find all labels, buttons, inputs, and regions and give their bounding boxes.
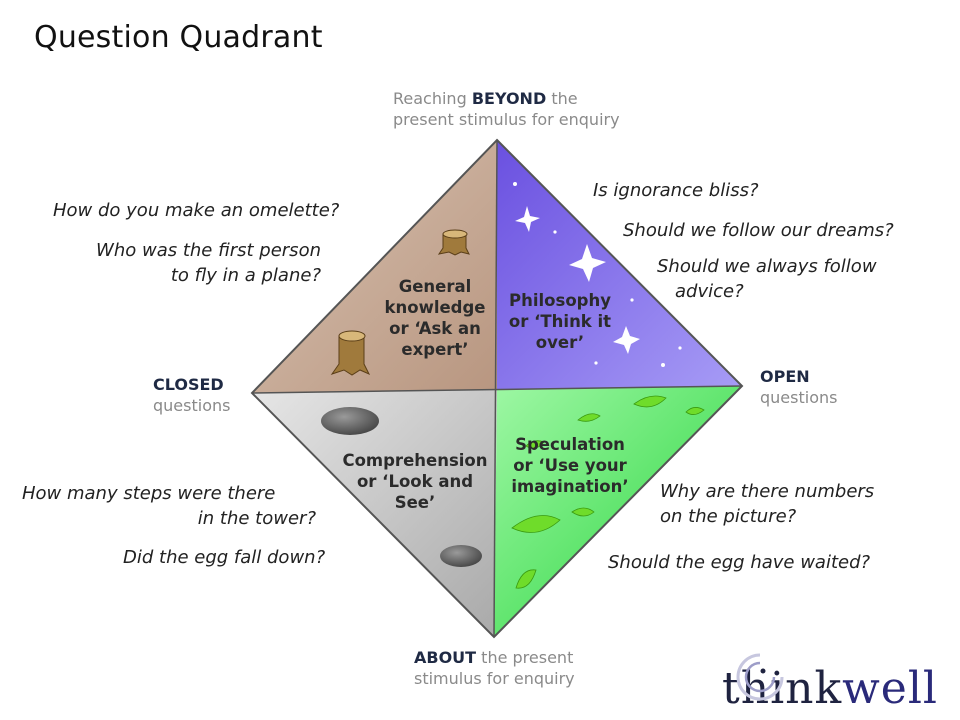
quadrant-label-line: or ‘Ask an (389, 319, 481, 338)
question-first-person: Who was the first person to fly in a pla… (73, 238, 321, 288)
star-icon (513, 182, 682, 367)
question-line: How many steps were there (22, 483, 276, 504)
quadrant-label-speculation: Speculation or ‘Use your imagination’ (500, 434, 640, 497)
stone-icon (321, 407, 379, 435)
quadrant-label-comprehension: Comprehension or ‘Look and See’ (340, 450, 490, 513)
leaf-icon (511, 395, 705, 589)
quadrant-label-line: Speculation (515, 435, 625, 454)
axis-bottom-line2: stimulus for enquiry (414, 669, 575, 688)
page-title: Question Quadrant (34, 20, 323, 55)
axis-label-left: CLOSED questions (153, 374, 230, 416)
logo-text-well: well (842, 663, 938, 714)
thinkwell-logo: thinkwell (722, 653, 938, 714)
question-line: advice? (675, 281, 744, 302)
question-egg-wait: Should the egg have waited? (608, 552, 871, 573)
quadrant-label-line: or ‘Use your (513, 456, 627, 475)
quadrant-label-line: imagination’ (511, 477, 629, 496)
axis-label-bottom: ABOUT the present stimulus for enquiry (414, 647, 575, 689)
axis-top-line2: present stimulus for enquiry (393, 110, 620, 129)
question-ignorance: Is ignorance bliss? (593, 180, 759, 201)
horizontal-divider (251, 385, 743, 394)
axis-top-text: Reaching (393, 89, 472, 108)
axis-label-right: OPEN questions (760, 366, 837, 408)
quadrant-label-philosophy: Philosophy or ‘Think it over’ (500, 290, 620, 353)
quadrant-label-line: over’ (535, 333, 585, 352)
quadrant-label-line: Comprehension (342, 451, 488, 470)
axis-left-bold: CLOSED (153, 375, 224, 394)
question-omelette: How do you make an omelette? (53, 200, 340, 221)
question-line: Why are there numbers (660, 481, 875, 502)
question-line: on the picture? (660, 506, 797, 527)
question-dreams: Should we follow our dreams? (623, 220, 894, 241)
quadrant-label-line: or ‘Think it (508, 312, 612, 331)
axis-left-line2: questions (153, 396, 231, 415)
question-line: in the tower? (197, 508, 316, 529)
axis-bottom-text: the present (476, 648, 574, 667)
tree-stump-icon (330, 330, 371, 376)
vertical-divider (493, 139, 498, 638)
quadrant-label-line: or ‘Look and (356, 472, 474, 491)
question-line: to fly in a plane? (170, 265, 321, 286)
question-steps: How many steps were there in the tower? (22, 481, 316, 531)
axis-label-top: Reaching BEYOND the present stimulus for… (393, 88, 620, 130)
quadrant-label-line: General (398, 277, 472, 296)
question-line: Should we always follow (657, 256, 877, 277)
question-numbers: Why are there numbers on the picture? (660, 479, 874, 529)
logo-swirl-icon (736, 653, 784, 701)
axis-bottom-bold: ABOUT (414, 648, 477, 667)
tree-stump-icon (437, 229, 470, 256)
axis-right-bold: OPEN (760, 367, 810, 386)
quadrant-label-line: expert’ (401, 340, 469, 359)
question-advice: Should we always follow advice? (657, 254, 877, 304)
quadrant-label-line: knowledge (384, 298, 486, 317)
axis-top-bold: BEYOND (471, 89, 547, 108)
quadrant-bottom-left (252, 390, 497, 637)
question-egg-fall: Did the egg fall down? (123, 547, 326, 568)
question-line: Who was the first person (96, 240, 321, 261)
quadrant-label-line: Philosophy (509, 291, 611, 310)
quadrant-label-general-knowledge: General knowledge or ‘Ask an expert’ (370, 276, 500, 360)
stone-icon (440, 545, 482, 567)
quadrant-label-line: See’ (394, 493, 436, 512)
axis-right-line2: questions (760, 388, 838, 407)
axis-top-text-end: the (546, 89, 578, 108)
